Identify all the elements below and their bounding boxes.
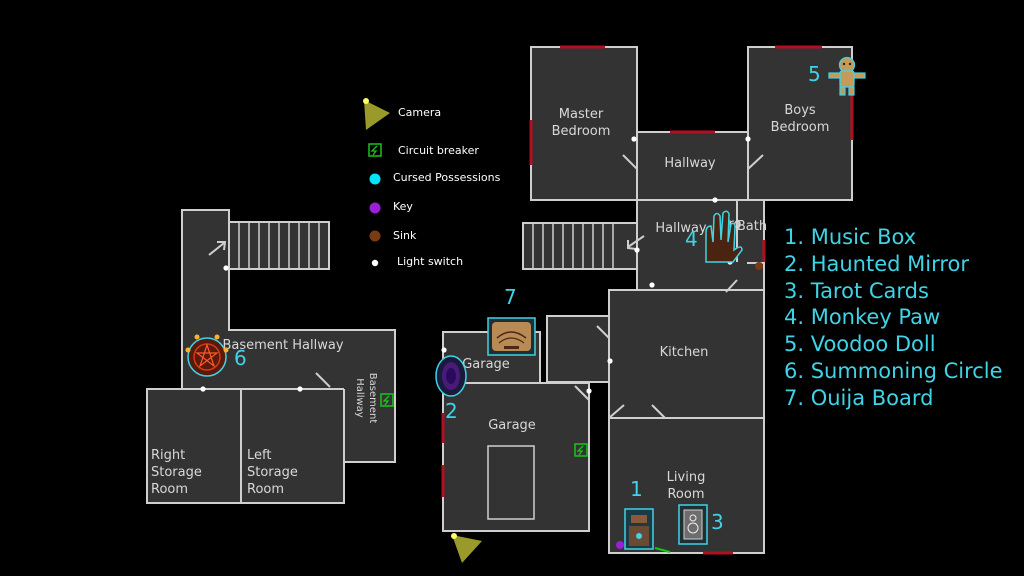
room-label: Room bbox=[247, 482, 284, 497]
cursed-items-list: 1. Music Box 2. Haunted Mirror 3. Tarot … bbox=[784, 224, 1003, 412]
legend-breaker-icon bbox=[368, 143, 382, 157]
room-labels-left: Right Storage Room Left Storage Room bbox=[151, 448, 298, 497]
room-label: Boys bbox=[784, 103, 816, 118]
legend-light-switch-label: Light switch bbox=[397, 255, 463, 268]
cursed-item: 6. Summoning Circle bbox=[784, 358, 1003, 383]
room-label: Storage bbox=[151, 465, 202, 480]
room-label: Living bbox=[667, 470, 706, 485]
legend-cursed-label: Cursed Possessions bbox=[393, 171, 501, 184]
cursed-item: 2. Haunted Mirror bbox=[784, 251, 970, 276]
room-label: Bath bbox=[737, 219, 767, 234]
marker-number-2: 2 bbox=[445, 399, 458, 423]
marker-number-1: 1 bbox=[630, 477, 643, 501]
marker-number-3: 3 bbox=[711, 510, 724, 534]
circuit-breaker-garage bbox=[574, 443, 588, 457]
cursed-item: 7. Ouija Board bbox=[784, 385, 934, 410]
room-label: Hallway bbox=[664, 156, 716, 171]
tarot-cards-icon bbox=[678, 504, 708, 545]
legend: Camera Circuit breaker Cursed Possession… bbox=[363, 98, 501, 268]
legend-key-icon bbox=[369, 202, 381, 214]
monkey-paw-icon bbox=[705, 210, 743, 263]
room-label: Garage bbox=[488, 418, 536, 433]
voodoo-doll-icon bbox=[828, 56, 866, 96]
legend-key-label: Key bbox=[393, 200, 413, 213]
room-label: Hallway bbox=[354, 378, 365, 418]
ouija-board-icon bbox=[487, 317, 536, 356]
house-arrow bbox=[627, 235, 645, 250]
room-label: Master bbox=[559, 107, 604, 122]
room-label: Kitchen bbox=[660, 345, 709, 360]
room-label: Right bbox=[151, 448, 185, 463]
summoning-circle-icon bbox=[185, 334, 229, 377]
camera-sightline bbox=[654, 547, 671, 553]
cursed-item: 1. Music Box bbox=[784, 225, 917, 249]
music-box-icon bbox=[624, 508, 654, 550]
room-label: Basement Hallway bbox=[222, 338, 343, 353]
marker-number-6: 6 bbox=[234, 346, 247, 370]
basement-arrow bbox=[208, 241, 227, 256]
garage-car-outline bbox=[487, 445, 535, 520]
house-stairs bbox=[532, 223, 614, 269]
doors bbox=[441, 45, 854, 555]
legend-camera-label: Camera bbox=[398, 106, 441, 119]
room-label: Garage bbox=[462, 357, 510, 372]
haunted-mirror-icon bbox=[435, 355, 467, 397]
circuit-breaker-basement bbox=[380, 393, 394, 407]
room-label: Bedroom bbox=[552, 124, 611, 139]
marker-number-5: 5 bbox=[808, 62, 821, 86]
room-label: Left bbox=[247, 448, 271, 463]
legend-light-switch-icon bbox=[371, 259, 379, 267]
room-label: Hallway bbox=[655, 221, 707, 236]
legend-sink-label: Sink bbox=[393, 229, 417, 242]
cursed-item: 4. Monkey Paw bbox=[784, 305, 941, 330]
basement-inner-walls bbox=[147, 250, 345, 503]
legend-breaker-label: Circuit breaker bbox=[398, 144, 479, 157]
legend-sink-icon bbox=[369, 230, 381, 242]
basement-hallway-vertical-label: Basement Hallway bbox=[354, 373, 378, 424]
cursed-item: 5. Voodoo Doll bbox=[784, 332, 936, 357]
marker-number-4: 4 bbox=[685, 227, 698, 251]
camera-marker bbox=[451, 533, 482, 563]
room-label: Basement bbox=[367, 373, 378, 424]
sink-marker bbox=[755, 262, 763, 270]
room-label: Room bbox=[667, 487, 704, 502]
room-labels: Master Bedroom Boys Bedroom Hallway Hall… bbox=[222, 103, 829, 502]
key-marker bbox=[616, 541, 624, 549]
cursed-item: 3. Tarot Cards bbox=[784, 278, 929, 303]
room-label: Storage bbox=[247, 465, 298, 480]
room-label: Room bbox=[151, 482, 188, 497]
legend-camera-icon bbox=[363, 98, 390, 130]
light-switches bbox=[200, 136, 751, 394]
house-floor bbox=[442, 46, 853, 554]
basement-stairs bbox=[238, 222, 320, 269]
legend-cursed-icon bbox=[369, 173, 381, 185]
room-label: Bedroom bbox=[771, 120, 830, 135]
marker-number-7: 7 bbox=[504, 285, 517, 309]
